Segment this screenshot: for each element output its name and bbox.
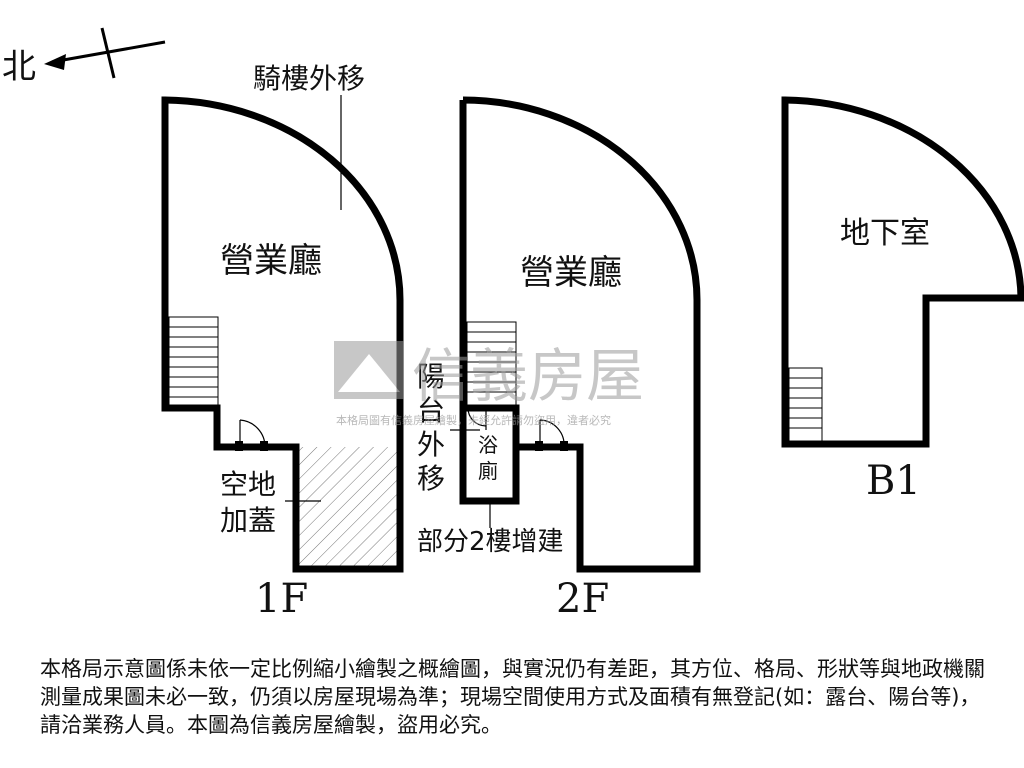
room-name-2f: 營業廳 bbox=[520, 253, 622, 293]
room-name-b1: 地下室 bbox=[840, 216, 930, 251]
arcade-note: 騎樓外移 bbox=[253, 62, 365, 95]
watermark-brand: 信義房屋 bbox=[412, 342, 644, 410]
bathroom-label-char-1: 浴 bbox=[478, 433, 498, 457]
floor-label-1f: 1F bbox=[255, 576, 308, 622]
stairs-1f bbox=[168, 316, 219, 409]
stairs-b1 bbox=[788, 367, 823, 445]
floor-label-b1: B1 bbox=[866, 458, 921, 504]
bathroom-label-char-2: 廁 bbox=[478, 459, 498, 483]
room-name-1f: 營業廳 bbox=[220, 241, 322, 281]
addition-note-line-2: 加蓋 bbox=[220, 504, 276, 537]
watermark: 信義房屋 本格局圖有信義房屋繪製，未經允許請勿盜用，違者必究 bbox=[334, 341, 644, 427]
bathroom-door bbox=[467, 407, 487, 430]
addition-hatch-area bbox=[296, 447, 400, 569]
floor-b1-outline bbox=[781, 96, 1024, 448]
north-label: 北 bbox=[2, 47, 36, 87]
stairs-2f bbox=[466, 321, 517, 409]
floor-b1-plan: 地下室 B1 bbox=[781, 96, 1024, 504]
floor-label-2f: 2F bbox=[556, 576, 609, 622]
door-2f bbox=[535, 419, 568, 451]
balcony-note-char-3: 外 bbox=[417, 428, 445, 461]
floor-plan-drawing: 北 騎樓外移 營業廳 空地 加蓋 1F bbox=[2, 27, 1024, 622]
north-arrow: 北 bbox=[2, 27, 166, 87]
watermark-note: 本格局圖有信義房屋繪製，未經允許請勿盜用，違者必究 bbox=[336, 413, 611, 427]
balcony-note-char-1: 陽 bbox=[417, 360, 445, 393]
floor-1f-outline bbox=[161, 96, 404, 573]
disclaimer-text: 本格局示意圖係未依一定比例縮小繪製之概繪圖，與實況仍有差距，其方位、格局、形狀等… bbox=[40, 657, 985, 737]
floor-2f-plan: 營業廳 陽 台 外 移 浴 廁 部分2樓增建 2F bbox=[417, 96, 701, 622]
door-1f bbox=[235, 419, 268, 451]
brand-logo-icon bbox=[334, 341, 404, 399]
addition-note-line-1: 空地 bbox=[220, 468, 276, 501]
balcony-note-char-2: 台 bbox=[417, 394, 445, 427]
extension-note: 部分2樓增建 bbox=[417, 527, 564, 557]
floor-1f-plan: 騎樓外移 營業廳 空地 加蓋 1F bbox=[161, 62, 404, 622]
balcony-note-char-4: 移 bbox=[417, 462, 445, 495]
